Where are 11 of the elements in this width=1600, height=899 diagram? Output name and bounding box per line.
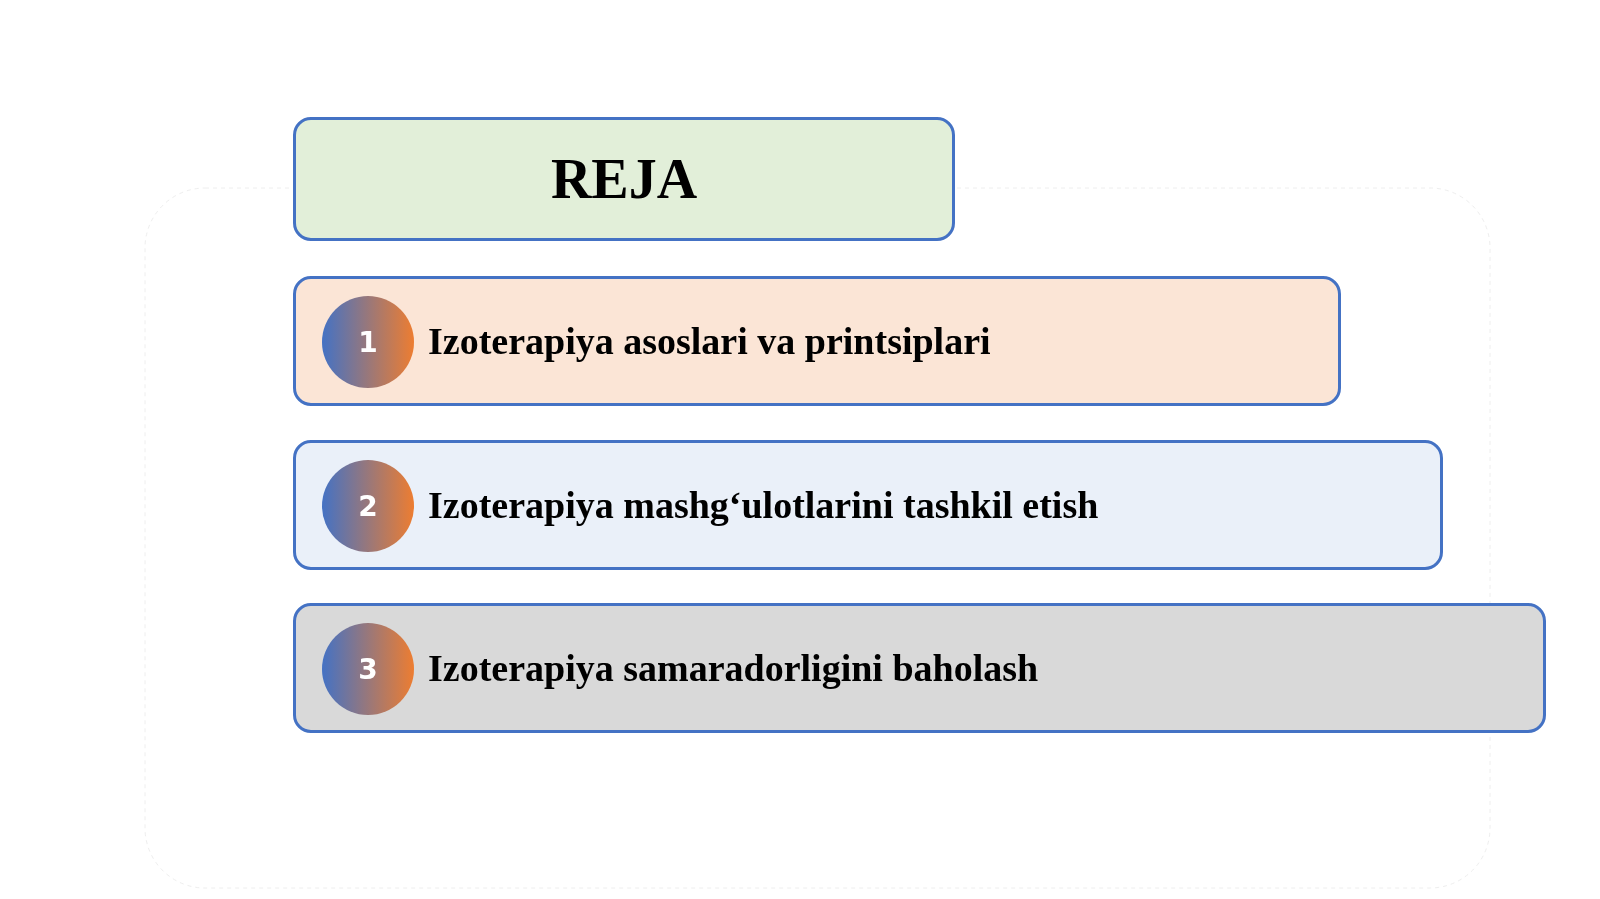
item-text: Izoterapiya samaradorligini baholash bbox=[428, 646, 1039, 690]
item-number: 2 bbox=[358, 489, 378, 523]
item-number: 3 bbox=[358, 652, 378, 686]
list-item-box bbox=[293, 440, 1443, 570]
list-item-box bbox=[293, 276, 1341, 406]
item-number: 1 bbox=[358, 325, 378, 359]
title-text: REJA bbox=[550, 147, 698, 211]
list-item-box bbox=[293, 603, 1546, 733]
title-box bbox=[293, 117, 955, 241]
item-text: Izoterapiya mashg‘ulotlarini tashkil etish bbox=[428, 483, 1099, 527]
item-text: Izoterapiya asoslari va printsiplari bbox=[428, 319, 991, 363]
